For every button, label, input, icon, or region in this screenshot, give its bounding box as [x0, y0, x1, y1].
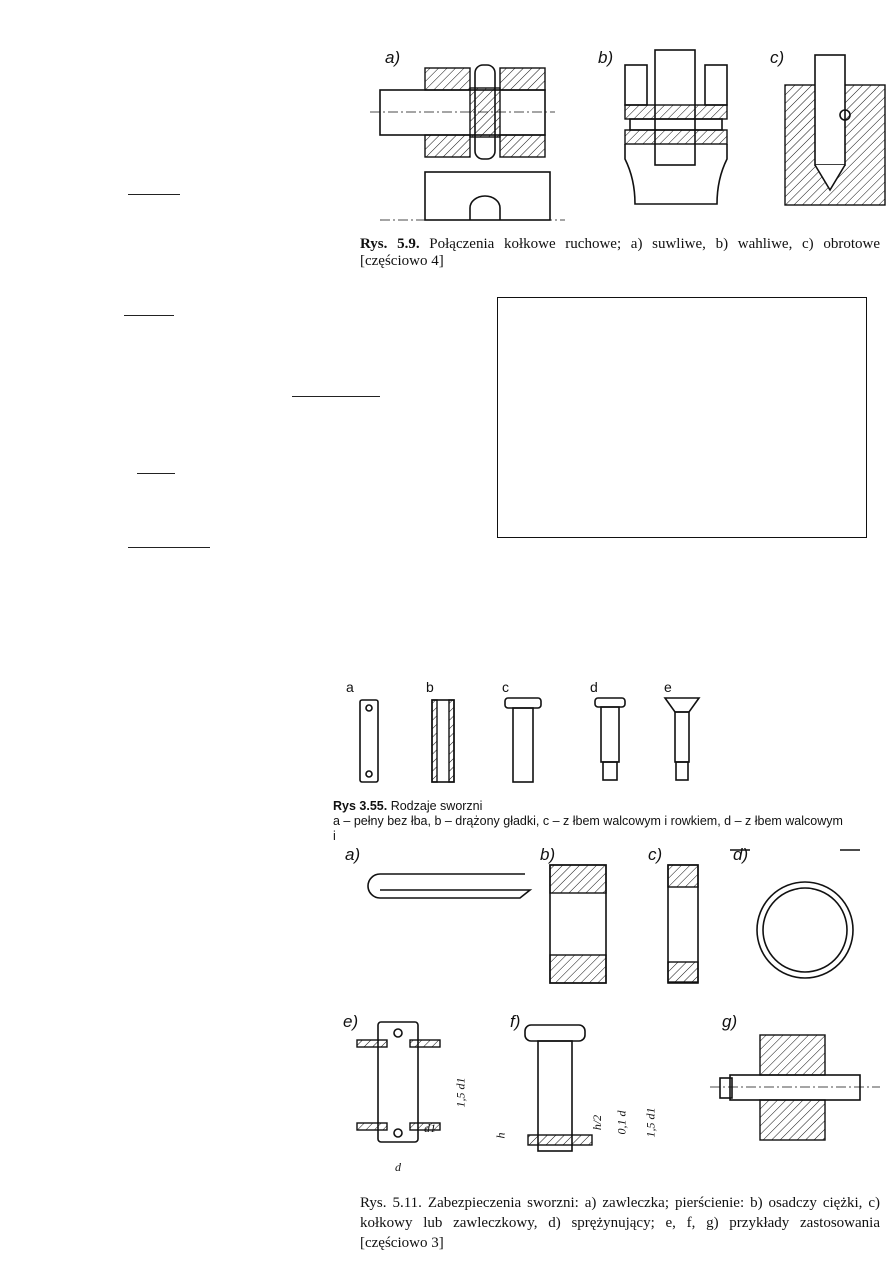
- figure-3-55-legend-line2: i: [333, 829, 336, 843]
- underline-mark: [292, 396, 380, 397]
- caption-prefix: Rys. 5.11.: [360, 1195, 422, 1211]
- figure-5-11-caption-line2: kołkowy lub zawleczkowy, d) sprężynujący…: [360, 1215, 880, 1231]
- figure-5-9-drawing: [370, 49, 886, 221]
- dimension-label: d1: [424, 1121, 436, 1135]
- figure-5-11-caption-line3: [częściowo 3]: [360, 1235, 444, 1251]
- figure-label: f): [510, 1012, 521, 1031]
- figure-5-9-caption: Rys. 5.9. Połączenia kołkowe ruchowe; a)…: [360, 236, 880, 253]
- caption-text: Połączenia kołkowe ruchowe; a) suwliwe, …: [429, 236, 881, 252]
- figure-label: c: [502, 679, 509, 695]
- caption-prefix: Rys. 5.9.: [360, 236, 420, 252]
- dimension-label: 1,5 d1: [643, 1107, 658, 1138]
- figure-3-55-drawing: [359, 697, 701, 783]
- figure-label: c): [770, 48, 785, 67]
- caption-text: Zabezpieczenia sworzni: a) zawleczka; pi…: [427, 1195, 881, 1211]
- underline-mark: [128, 194, 180, 195]
- figure-label: a): [345, 845, 361, 864]
- caption-text: Rodzaje sworzni: [390, 799, 483, 813]
- figure-3-55-caption: Rys 3.55. Rodzaje sworzni: [333, 799, 482, 814]
- figure-label: a: [346, 679, 354, 695]
- figure-5-11-drawing: [356, 849, 880, 1152]
- dimension-label: 0,1 d: [614, 1110, 629, 1135]
- figure-5-11-caption: Rys. 5.11. Zabezpieczenia sworzni: a) za…: [360, 1195, 880, 1212]
- underline-mark: [124, 315, 174, 316]
- underline-mark: [128, 547, 210, 548]
- underline-mark: [137, 473, 175, 474]
- figure-label: b): [540, 845, 556, 864]
- figure-5-9-caption-line2: [częściowo 4]: [360, 253, 444, 269]
- dimension-label: h/2: [590, 1114, 605, 1131]
- caption-prefix: Rys 3.55.: [333, 799, 388, 813]
- figure-label: b): [598, 48, 614, 67]
- dimension-label: d: [395, 1160, 401, 1174]
- figure-label: d: [590, 679, 598, 695]
- figure-label: c): [648, 845, 663, 864]
- figure-label: b: [426, 679, 434, 695]
- figure-label: g): [722, 1012, 738, 1031]
- empty-frame-box: [497, 297, 867, 538]
- dimension-label: h: [493, 1132, 508, 1139]
- figure-label: e): [343, 1012, 359, 1031]
- figure-3-55-legend: a – pełny bez łba, b – drążony gładki, c…: [333, 814, 843, 828]
- dimension-label: 1,5 d1: [453, 1077, 468, 1108]
- figure-label: a): [385, 48, 401, 67]
- figure-label: e: [664, 679, 672, 695]
